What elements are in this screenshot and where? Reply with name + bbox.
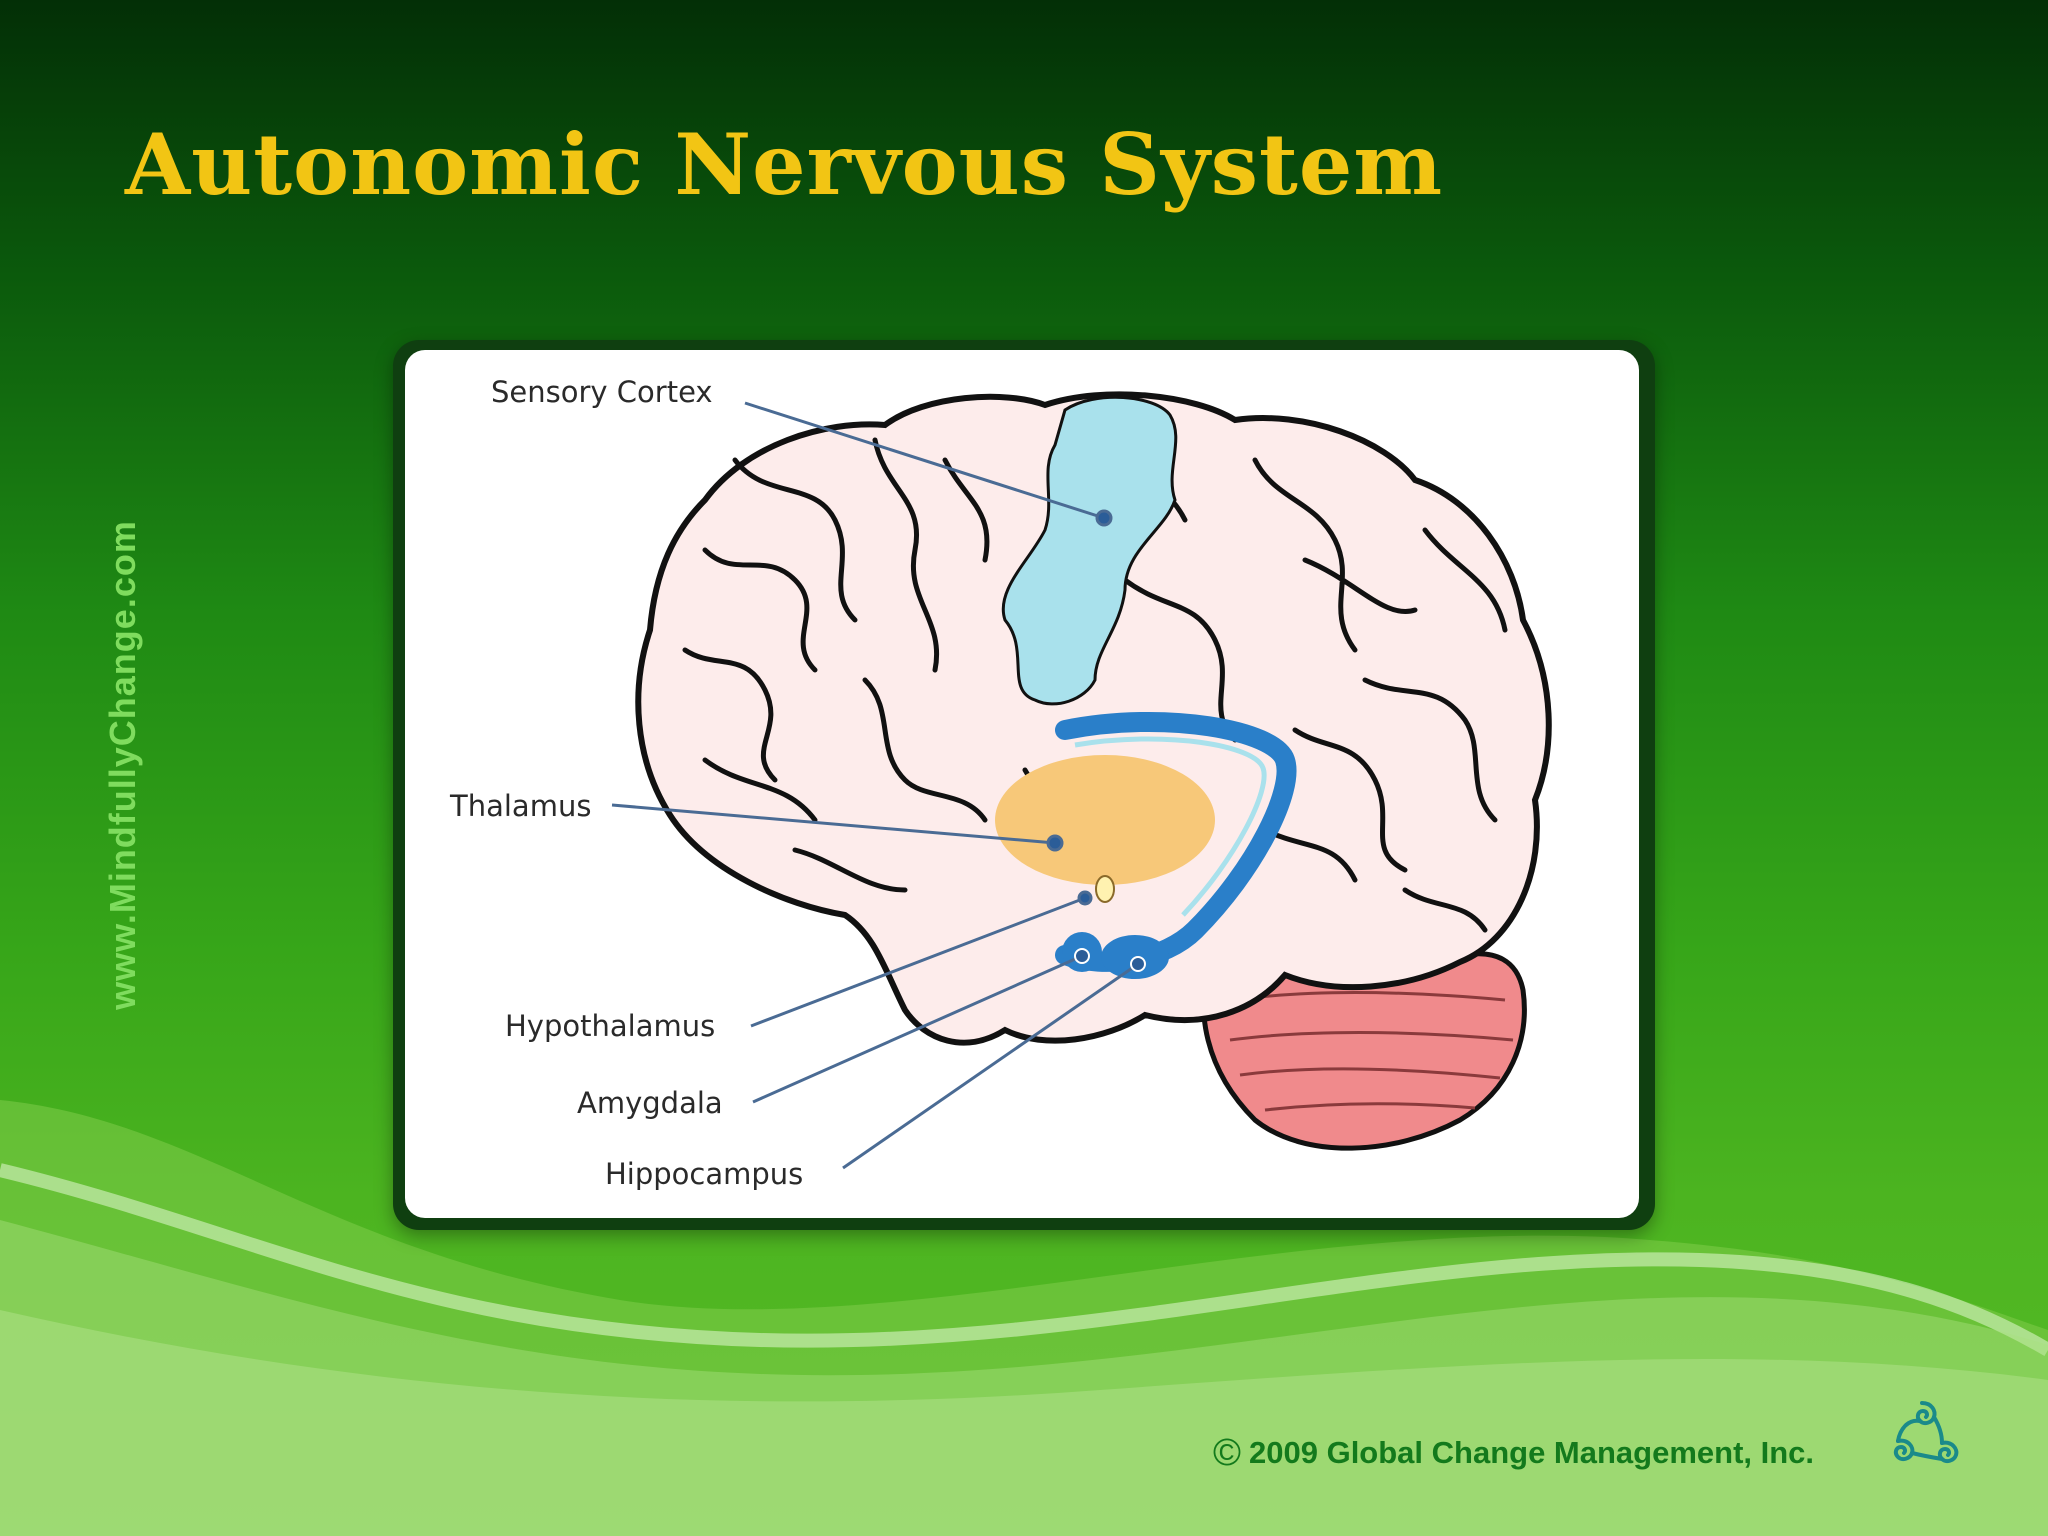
label-amygdala: Amygdala — [577, 1086, 723, 1120]
label-hypothalamus: Hypothalamus — [505, 1009, 716, 1043]
hypothalamus-region — [1095, 875, 1115, 903]
brain-diagram — [611, 391, 1552, 1170]
brain-diagram-frame: Sensory Cortex Thalamus Hypothalamus Amy… — [393, 340, 1655, 1230]
side-website-url: www.MindfullyChange.com — [102, 520, 143, 1010]
amygdala-leader — [752, 954, 1083, 1104]
hippocampus-leader — [842, 962, 1139, 1170]
label-thalamus: Thalamus — [450, 789, 592, 823]
hypothalamus-leader — [750, 896, 1086, 1028]
cerebellum-shape — [1201, 951, 1527, 1151]
sensory-cortex-leader — [744, 401, 1105, 520]
slide-title: Autonomic Nervous System — [125, 115, 1444, 214]
sensory-cortex-region — [1001, 395, 1178, 706]
label-sensory-cortex: Sensory Cortex — [491, 375, 713, 409]
copyright-text: 2009 Global Change Management, Inc. — [1249, 1435, 1815, 1470]
copyright-icon: © — [1213, 1432, 1241, 1474]
copyright-notice: ©2009 Global Change Management, Inc. — [1213, 1432, 1814, 1475]
triple-spiral-logo-icon — [1893, 1401, 1959, 1464]
thalamus-leader — [611, 803, 1056, 845]
thalamus-region — [995, 755, 1215, 885]
brain-diagram-card: Sensory Cortex Thalamus Hypothalamus Amy… — [405, 350, 1639, 1218]
label-hippocampus: Hippocampus — [605, 1157, 804, 1191]
